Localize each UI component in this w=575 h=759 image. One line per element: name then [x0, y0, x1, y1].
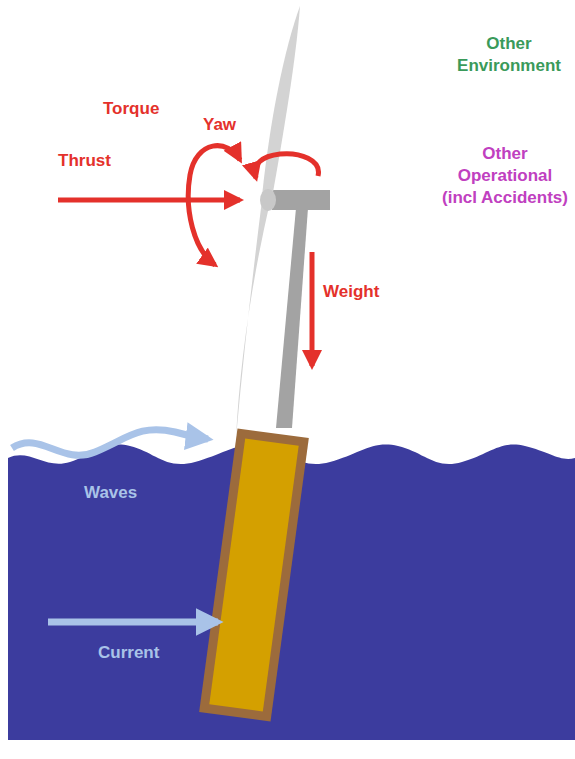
load-label: Weight	[323, 281, 403, 303]
thrust-arrow	[58, 198, 240, 203]
rotor-blade	[262, 6, 300, 198]
torque-arrow	[188, 146, 240, 265]
load-label: Torque	[103, 98, 183, 120]
load-label: Yaw	[203, 114, 253, 136]
load-label: Thrust	[58, 150, 138, 172]
load-label: Waves	[84, 482, 164, 504]
category-label: Other Operational (incl Accidents)	[440, 143, 570, 209]
rotor-blade	[236, 200, 270, 438]
yaw-arrow	[255, 154, 318, 178]
rotor-hub	[260, 189, 276, 211]
load-label: Current	[98, 642, 188, 664]
spar-buoy	[199, 428, 309, 721]
nacelle	[272, 190, 330, 210]
tower	[276, 208, 308, 428]
weight-arrow	[310, 252, 315, 366]
category-label: Other Environment	[448, 33, 570, 77]
waves-arrow	[12, 430, 208, 456]
current-arrow	[48, 619, 218, 626]
